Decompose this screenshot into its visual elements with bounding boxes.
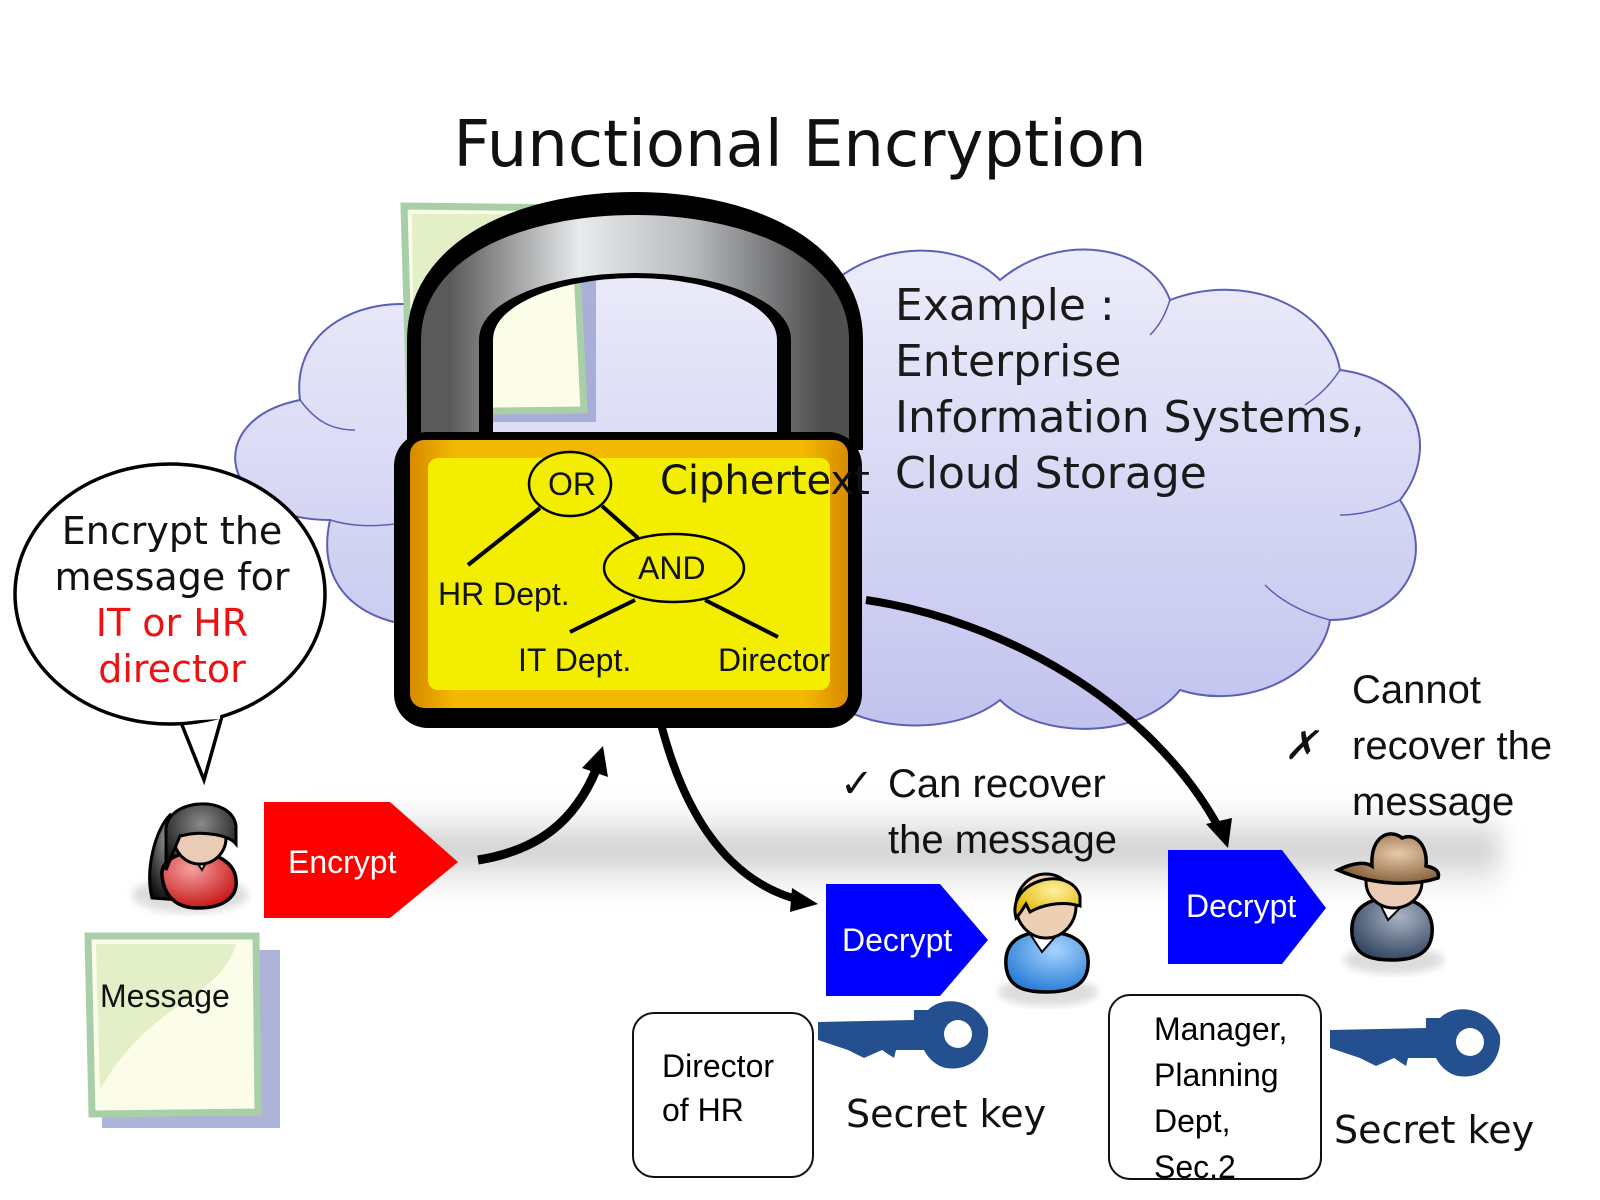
decrypt-arrow-shape (1168, 850, 1326, 964)
status-line: message (1352, 780, 1515, 824)
arrow-head (790, 888, 818, 912)
cloud-line: Example : (895, 280, 1115, 331)
secret-key-icon (818, 1001, 989, 1069)
status-line: the message (888, 818, 1118, 862)
arrow-head (1206, 818, 1232, 848)
policy-director-label: Director (718, 642, 831, 678)
receiver-avatar-blond-icon (998, 872, 1098, 1006)
status-mark-success: ✓ (840, 762, 874, 806)
role-line: Manager, (1154, 1011, 1288, 1047)
role-line: Planning (1154, 1057, 1279, 1093)
status-mark-failure: ✗ (1284, 724, 1318, 768)
message-document-icon (84, 932, 280, 1128)
role-line: Dept, (1154, 1103, 1231, 1139)
secret-key-label: Secret key (1334, 1108, 1535, 1152)
role-line: Director (662, 1048, 775, 1084)
policy-it-dept-label: IT Dept. (518, 642, 632, 678)
speech-highlight-line: IT or HR (95, 601, 249, 645)
policy-hr-dept-label: HR Dept. (438, 576, 570, 612)
ciphertext-label: Ciphertext (660, 458, 870, 504)
status-line: recover the (1352, 724, 1553, 768)
speech-bubble (13, 462, 327, 786)
role-line: of HR (662, 1092, 744, 1128)
diagram-title: Functional Encryption (453, 108, 1147, 182)
cloud-example-text: Example : Enterprise Information Systems… (895, 278, 1365, 502)
sender-avatar-icon (132, 802, 248, 913)
message-label: Message (100, 978, 230, 1014)
receiver-avatar-hat-icon (1333, 832, 1444, 974)
cloud-line: Information Systems, (895, 392, 1365, 443)
speech-line: Encrypt the (61, 509, 283, 553)
speech-highlight-line: director (98, 647, 246, 691)
flow-arrows (477, 596, 1232, 912)
status-failure-text: Cannot recover the message (1352, 662, 1552, 830)
secret-key-label: Secret key (846, 1092, 1047, 1136)
role-box-director-hr: Director of HR (632, 1012, 814, 1178)
encrypt-arrow-shape (264, 802, 458, 918)
decrypt-arrow-shape (826, 884, 988, 996)
lock-icon (394, 192, 863, 728)
speech-bubble-text: Encrypt the message for IT or HR directo… (22, 508, 322, 692)
status-line: Can recover (888, 762, 1106, 806)
policy-and-label: AND (638, 550, 706, 586)
and-node (602, 532, 746, 604)
cloud-line: Enterprise (895, 336, 1122, 387)
speech-line: message for (54, 555, 290, 599)
role-box-manager-planning: Manager, Planning Dept, Sec.2 (1108, 994, 1322, 1180)
decrypt-label: Decrypt (1186, 888, 1297, 924)
or-node (527, 450, 613, 518)
role-line: Sec.2 (1154, 1149, 1236, 1180)
secret-key-icon (1330, 1009, 1501, 1077)
arrow-head (582, 746, 608, 777)
status-line: Cannot (1352, 668, 1481, 712)
encrypt-label: Encrypt (288, 844, 397, 880)
cloud-line: Cloud Storage (895, 448, 1207, 499)
policy-or-label: OR (548, 466, 596, 502)
decrypt-label: Decrypt (842, 922, 953, 958)
status-success-text: Can recover the message (888, 756, 1117, 868)
